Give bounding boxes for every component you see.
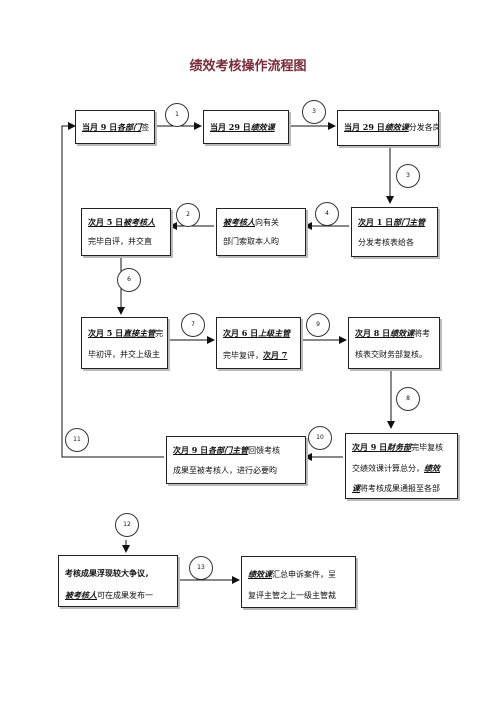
- box10-line2: 成果至被考核人，进行必要昀: [173, 466, 277, 475]
- box5-text: 向有关: [255, 218, 279, 227]
- step-number-circle: 2: [176, 203, 200, 227]
- box7-date: 次月 5 日: [88, 328, 124, 338]
- box10-text: 回馈考核: [248, 446, 281, 455]
- step-box-10: 次月 9 日各部门主管回馈考核 成果至被考核人，进行必要昀: [166, 436, 306, 484]
- box8-text: 完毕复评，: [223, 351, 263, 360]
- box9-text: 将考: [414, 329, 431, 338]
- box3-role: 绩效课: [384, 122, 409, 132]
- box13-role: 绩效课: [248, 569, 272, 579]
- step-number-circle: 7: [181, 313, 205, 337]
- box4-date: 次月 5 日: [88, 217, 124, 227]
- step-number-circle: 11: [65, 428, 89, 452]
- step-box-3: 当月 29 日绩效课分发各岗: [337, 110, 439, 146]
- step-number-circle: 9: [306, 313, 330, 337]
- box9-date: 次月 8 日: [355, 328, 391, 338]
- step-box-12: 考核成果浮现较大争议， 被考核人可在成果发布一: [58, 555, 178, 607]
- step-box-6: 次月 1 日部门主管 分发考核表给各: [351, 207, 438, 257]
- step-number-circle: 10: [308, 426, 332, 450]
- box2-date: 当月 29 日: [210, 122, 251, 132]
- box7-text: 完: [155, 329, 164, 338]
- step-box-11: 次月 9 日财务部完毕复核 交绩效课计算总分，绩效 课将考核成果通报至各部: [345, 433, 458, 499]
- box10-date: 次月 9 日: [173, 445, 209, 455]
- box1-role: 各部门: [117, 122, 142, 132]
- box2-role: 绩效课: [250, 122, 275, 132]
- box6-role: 部门主管: [393, 217, 426, 227]
- step-number-circle: 8: [396, 387, 420, 411]
- step-box-5: 被考核人向有关 部门索取本人昀: [216, 208, 306, 256]
- step-box-13: 绩效课汇总申诉案件，呈 复评主管之上一级主管裁: [241, 556, 356, 608]
- box5-line2: 部门索取本人昀: [223, 237, 279, 246]
- step-number-circle: 3: [302, 100, 326, 124]
- box12-line1: 考核成果浮现较大争议，: [65, 568, 153, 578]
- box1-text: 签: [141, 123, 150, 132]
- box6-line2: 分发考核表给各: [358, 238, 414, 247]
- step-number-circle: 13: [189, 556, 213, 580]
- step-box-4: 次月 5 日被考核人 完毕自评，并交直: [81, 208, 171, 256]
- box3-text: 分发各岗: [408, 123, 439, 132]
- box10-role: 各部门主管: [208, 445, 249, 455]
- box11-text3: 将考核成果通报至各部: [360, 484, 440, 493]
- page-title: 绩效考核操作流程图: [189, 59, 307, 74]
- box11-text: 完毕复核: [411, 443, 444, 452]
- box11-role3: 课: [352, 483, 360, 493]
- box8-role: 上级主管: [258, 328, 291, 338]
- step-number-circle: 6: [117, 268, 141, 292]
- box8-date2: 次月 7: [263, 350, 288, 360]
- box11-role: 财务部: [387, 442, 412, 452]
- box13-text: 汇总申诉案件，呈: [272, 570, 336, 579]
- box9-role: 绩效课: [390, 328, 415, 338]
- box13-line2: 复评主管之上一级主管裁: [248, 591, 336, 600]
- step-box-7: 次月 5 日直接主管完 毕初评，并交上级主: [81, 317, 168, 369]
- box8-date: 次月 6 日: [223, 328, 259, 338]
- step-box-8: 次月 6 日上级主管 完毕复评，次月 7: [216, 317, 301, 369]
- step-number-circle: 4: [315, 202, 339, 226]
- box3-date: 当月 29 日: [344, 122, 385, 132]
- box11-role2: 绩效: [424, 463, 440, 473]
- box5-role: 被考核人: [223, 217, 255, 227]
- box4-line2: 完毕自评，并交直: [88, 237, 152, 246]
- box7-line2: 毕初评，并交上级主: [88, 350, 160, 359]
- step-box-1: 当月 9 日各部门签: [75, 110, 155, 144]
- box11-text2: 交绩效课计算总分，: [352, 464, 424, 473]
- step-number-circle: 12: [115, 513, 139, 537]
- box4-role: 被考核人: [123, 217, 156, 227]
- box9-line2: 核表交财务部复核。: [355, 350, 427, 359]
- step-number-circle: 3: [396, 164, 420, 188]
- step-box-2: 当月 29 日绩效课: [203, 110, 289, 144]
- box7-role: 直接主管: [123, 328, 156, 338]
- step-number-circle: 1: [165, 103, 189, 127]
- box12-role: 被考核人: [65, 590, 97, 600]
- box11-date: 次月 9 日: [352, 442, 388, 452]
- box1-date: 当月 9 日: [82, 122, 118, 132]
- box6-date: 次月 1 日: [358, 217, 394, 227]
- box12-text: 可在成果发布一: [97, 591, 153, 600]
- step-box-9: 次月 8 日绩效课将考 核表交财务部复核。: [348, 317, 440, 369]
